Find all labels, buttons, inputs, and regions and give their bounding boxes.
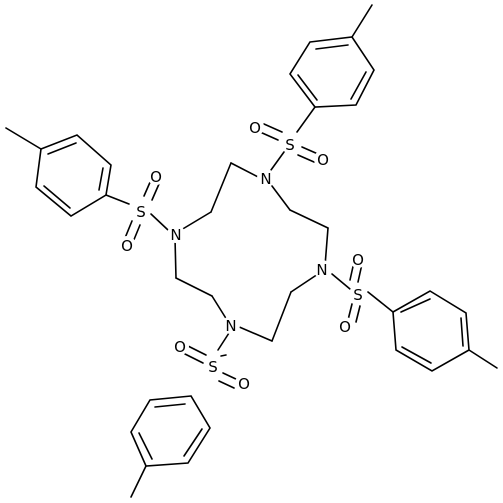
atom-oxygen: O [147,167,165,186]
n-s-bond [217,332,230,351]
s-aryl-bond [220,354,227,357]
ring-bond [289,209,329,229]
atom-oxygen: O [118,236,136,255]
atom-sulfur: S [132,202,150,221]
aromatic-inner-bond [43,185,71,209]
atom-label-s: S [353,286,363,304]
s-o-double-bond [259,131,279,141]
bond-layer [5,4,498,498]
ring-bond [210,162,232,213]
atom-nitrogen: N [167,225,185,244]
s-o-double-bond [143,179,152,197]
atom-oxygen: O [246,118,264,137]
aromatic-inner-bond [401,346,432,364]
aromatic-ring [392,290,470,372]
aromatic-inner-bond [47,142,77,155]
atom-nitrogen: N [222,316,240,335]
atom-label-n: N [260,170,271,188]
ring-bond [211,295,228,321]
atom-label-s: S [136,203,146,221]
atom-label-o: O [150,168,162,186]
atom-label-o: O [238,375,250,393]
atom-labels: N N N N S S S S [118,118,367,393]
aromatic-inner-bond [460,317,464,347]
ring-bond [236,325,273,342]
atom-label-o: O [317,151,329,169]
s-aryl-bond [367,291,394,313]
ring-bond [175,277,213,297]
atom-oxygen: O [349,250,367,269]
atom-sulfur: S [204,357,222,376]
n-s-bond [331,273,351,290]
atom-label-o: O [174,338,186,356]
atom-label-o: O [121,237,133,255]
s-o-double-bond [263,123,283,133]
s-o-double-bond [218,380,235,389]
ring-bond [271,185,291,211]
atom-sulfur: S [281,135,299,154]
ring-bond [174,237,177,279]
atom-nitrogen: N [257,169,275,188]
methyl-bond [468,349,498,369]
atom-nitrogen: N [313,260,331,279]
atom-label-n: N [225,317,236,335]
aromatic-inner-bond [297,74,318,101]
atom-sulfur: S [349,285,367,304]
s-aryl-bond [296,106,316,133]
ring-bond [290,273,319,293]
ring-bond [180,211,212,231]
atom-oxygen: O [235,374,253,393]
s-o-double-bond [124,220,133,239]
aromatic-ring [130,395,211,467]
s-o-double-bond [297,154,315,163]
ring-bond [324,227,329,267]
atom-label-s: S [208,358,218,376]
aromatic-inner-bond [183,428,203,457]
atom-label-o: O [339,318,351,336]
s-o-double-bond [132,224,141,243]
methyl-bond [130,465,147,498]
s-o-double-bond [301,146,319,155]
atom-label-n: N [170,226,181,244]
atom-oxygen: O [314,150,332,169]
aromatic-inner-bond [98,167,104,191]
atom-label-o: O [249,119,261,137]
s-o-double-bond [187,345,207,356]
aromatic-inner-bond [400,298,431,313]
aromatic-inner-bond [138,432,153,460]
s-aryl-bond [105,194,130,205]
atom-label-o: O [352,251,364,269]
s-o-double-bond [222,372,239,381]
methyl-bond [5,127,42,150]
aromatic-inner-bond [350,71,367,100]
aromatic-ring [35,134,112,217]
aromatic-inner-bond [315,44,349,50]
ring-bond [271,291,292,342]
methyl-bond [351,4,373,38]
s-o-double-bond [355,305,361,323]
s-o-double-bond [347,303,353,321]
atom-oxygen: O [171,337,189,356]
atom-label-s: S [285,136,295,154]
s-o-double-bond [151,183,160,201]
atom-oxygen: O [336,317,354,336]
atom-label-n: N [316,261,327,279]
aromatic-inner-bond [154,403,186,408]
n-s-bond [270,151,285,171]
s-o-double-bond [184,353,204,364]
n-s-bond [150,213,169,231]
